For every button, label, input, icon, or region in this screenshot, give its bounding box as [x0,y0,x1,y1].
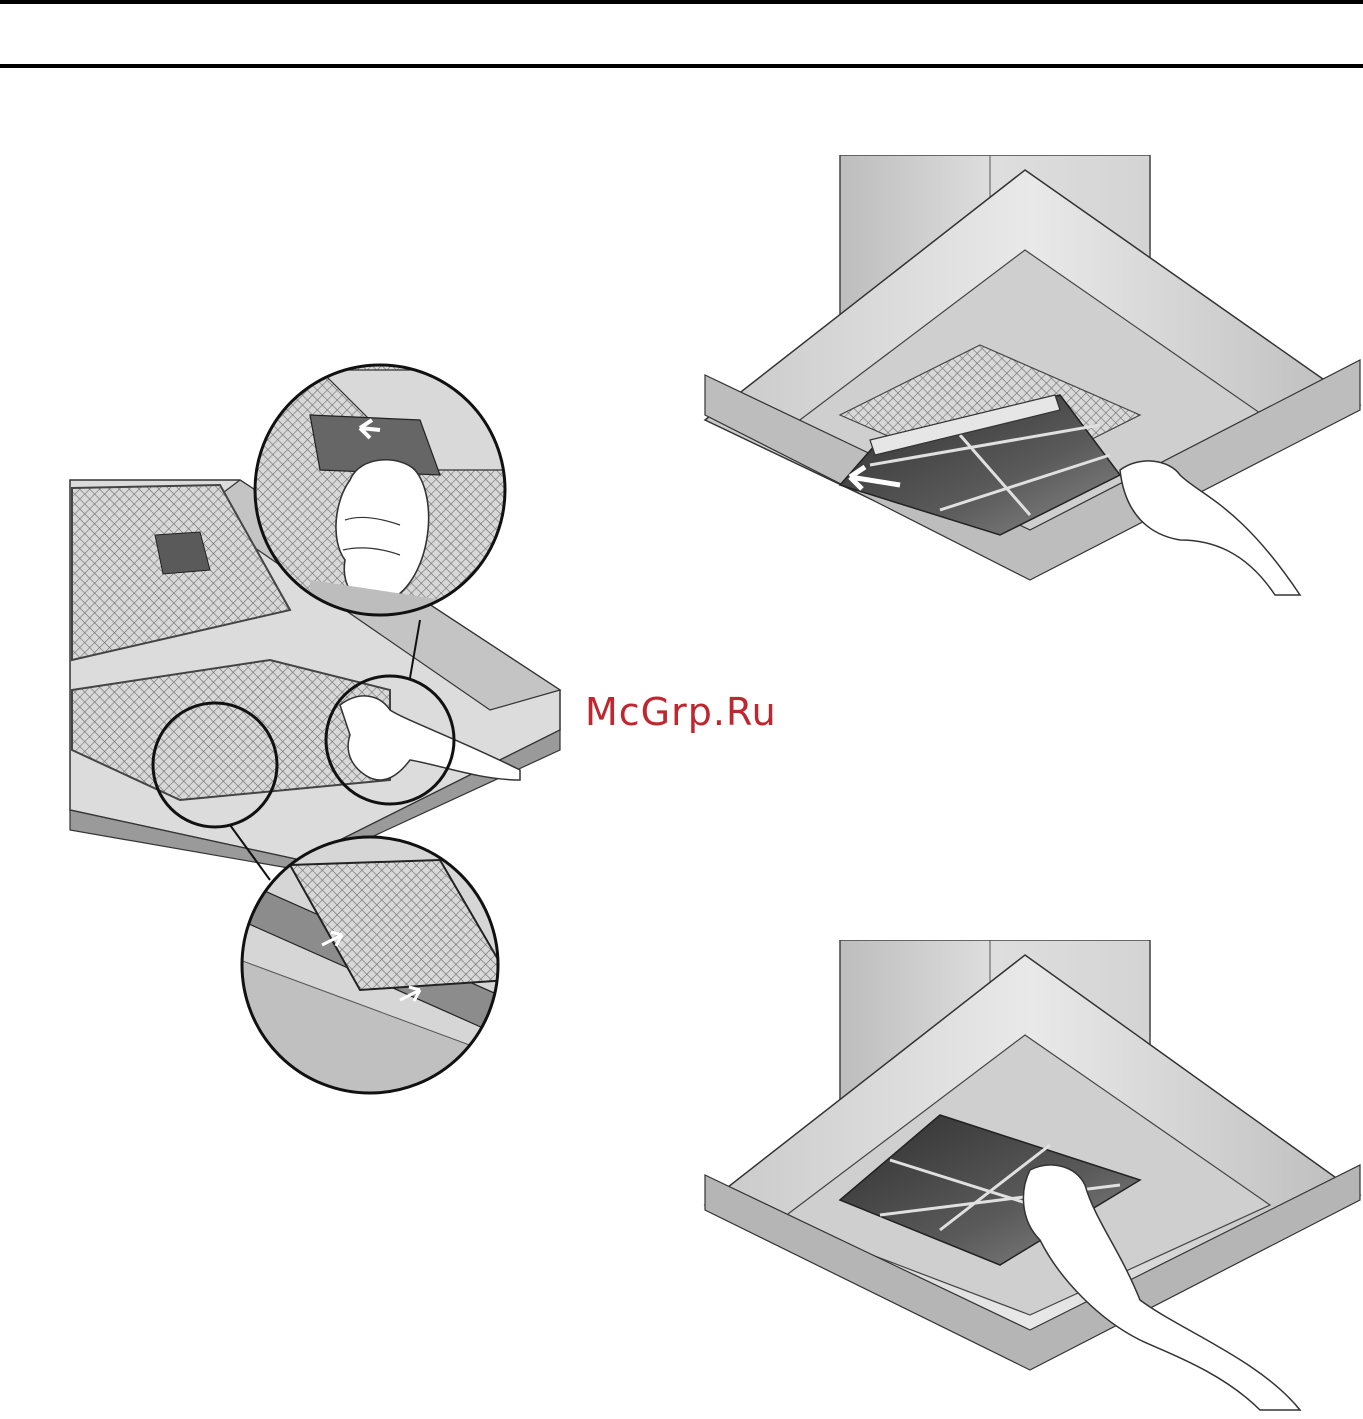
carbon-filter-removal-figure [700,155,1363,615]
header-top-rule [0,0,1363,4]
carbon-filter-installed-figure [700,940,1363,1415]
grease-filter-removal-figure [60,360,570,1100]
header-bottom-rule [0,64,1363,68]
watermark: McGrp.Ru [585,690,777,734]
magnified-hook-view [230,830,520,1100]
